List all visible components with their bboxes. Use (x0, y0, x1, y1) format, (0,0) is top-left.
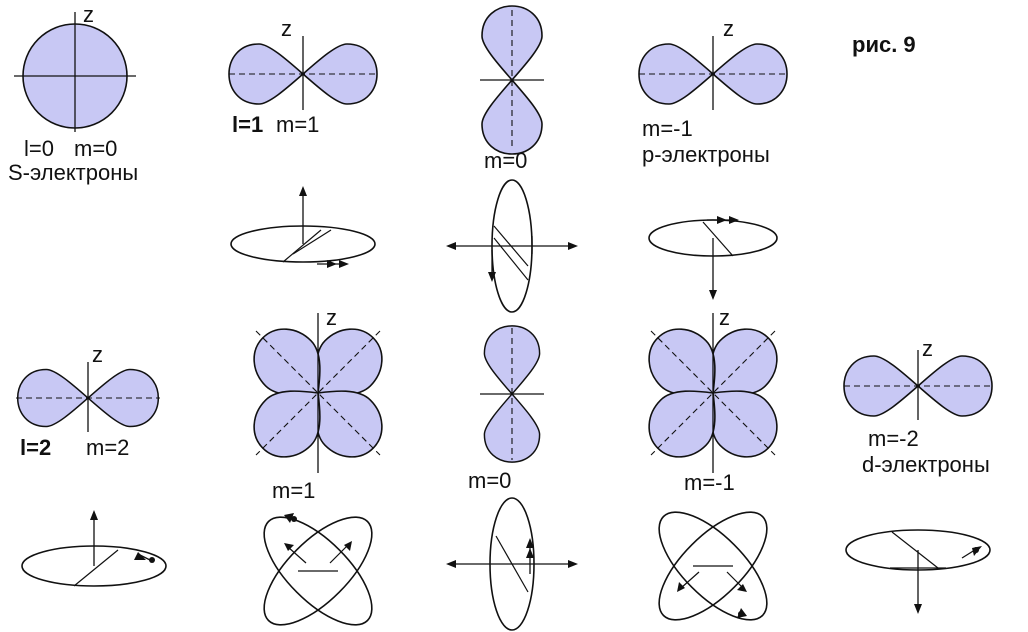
d-orbit-m0 (446, 497, 578, 631)
s-group-label: S-электроны (8, 160, 138, 185)
d-orbital-m-2: z (843, 336, 993, 420)
d-orbital-m2: z (16, 342, 160, 432)
d-m-2-label: m=-2 (868, 426, 919, 451)
p-orbit-m0 (446, 179, 578, 313)
p-group-label: p-электроны (642, 142, 770, 167)
d-orbital-m1: z (239, 305, 397, 473)
axis-z-label: z (281, 16, 292, 41)
d-orbital-m0 (480, 325, 544, 463)
p-m-1-label: m=-1 (642, 116, 693, 141)
p-m1-label: m=1 (276, 112, 319, 137)
p-orbital-m1: z (228, 16, 378, 110)
axis-z-label: z (83, 2, 94, 27)
s-m-label: m=0 (74, 136, 117, 161)
s-orbital: z (14, 2, 136, 132)
p-m0-label: m=0 (484, 148, 527, 173)
axis-z-label: z (719, 305, 730, 330)
p-orbital-m0 (480, 5, 544, 155)
s-l-label: l=0 (24, 136, 54, 161)
d-l-label: l=2 (20, 435, 51, 460)
d-m0-label: m=0 (468, 468, 511, 493)
figure-label: рис. 9 (852, 32, 916, 57)
p-orbital-m-1: z (638, 16, 788, 110)
axis-z-label: z (92, 342, 103, 367)
d-orbit-m1 (263, 513, 373, 626)
p-orbit-m1 (230, 186, 376, 268)
axis-z-label: z (922, 336, 933, 361)
d-orbital-m-1: z (634, 305, 792, 473)
p-orbit-m-1 (648, 216, 778, 300)
d-m1-label: m=1 (272, 478, 315, 503)
axis-z-label: z (723, 16, 734, 41)
d-m2-label: m=2 (86, 435, 129, 460)
d-m-1-label: m=-1 (684, 470, 735, 495)
d-orbit-m-1 (658, 511, 768, 621)
axis-z-label: z (326, 305, 337, 330)
d-orbit-m-2 (845, 529, 991, 614)
d-orbit-m2 (21, 510, 167, 587)
p-l-label: l=1 (232, 112, 263, 137)
d-group-label: d-электроны (862, 452, 990, 477)
